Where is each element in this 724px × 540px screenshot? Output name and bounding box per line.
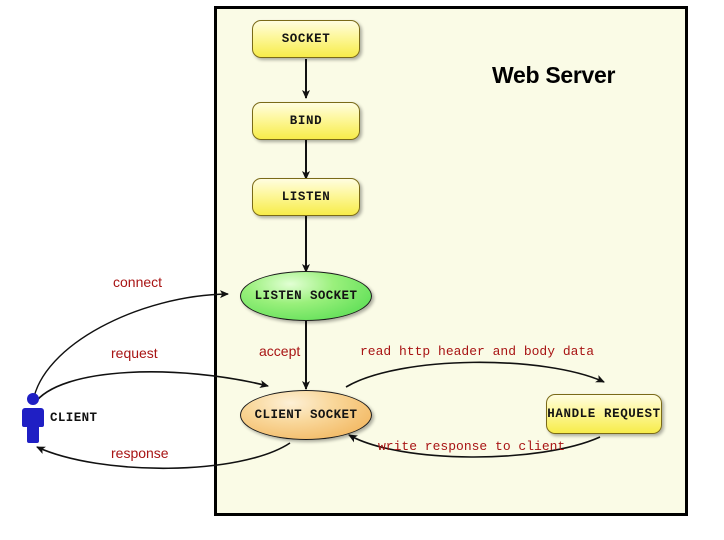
client-label: CLIENT [50,411,98,425]
edge-label-request: request [111,345,158,361]
node-client-socket-label: CLIENT SOCKET [254,408,358,422]
edge-label-write-response: write response to client [378,439,566,454]
web-server-title: Web Server [492,62,616,88]
node-bind[interactable]: BIND [252,102,360,140]
node-handle-request[interactable]: HANDLE REQUEST [546,394,662,434]
node-listen-label: LISTEN [281,190,331,204]
node-listen-socket[interactable]: LISTEN SOCKET [240,271,372,321]
node-socket-label: SOCKET [281,32,331,46]
node-listen[interactable]: LISTEN [252,178,360,216]
edge-label-response: response [111,445,169,461]
edge-label-accept: accept [259,343,301,359]
node-socket[interactable]: SOCKET [252,20,360,58]
edge-label-read-request: read http header and body data [360,344,595,359]
client-actor-icon[interactable] [20,392,48,444]
node-listen-socket-label: LISTEN SOCKET [254,289,358,303]
node-bind-label: BIND [289,114,323,128]
node-client-socket[interactable]: CLIENT SOCKET [240,390,372,440]
node-handle-request-label: HANDLE REQUEST [547,407,661,421]
edge-label-connect: connect [113,274,163,290]
